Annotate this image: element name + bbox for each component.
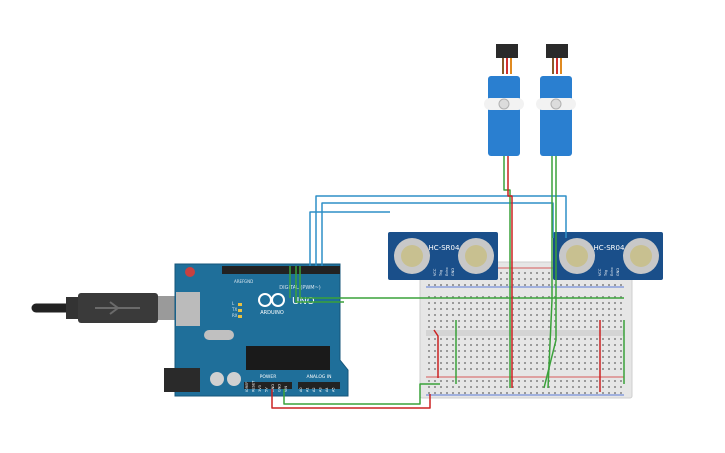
sensor-1-pin-label-0: VCC [433, 268, 437, 276]
analog-header [298, 382, 340, 389]
wires [271, 156, 625, 409]
wire-green-power [283, 383, 440, 405]
atmega-chip [246, 346, 330, 370]
wire-blue-3 [309, 211, 390, 266]
usb-icon [95, 301, 140, 315]
analog-pin-label-2: A2 [312, 387, 316, 392]
sensor-1-pin-label-1: Trig [439, 270, 443, 277]
servo-2-connector [546, 44, 568, 58]
analog-pin-label-4: A4 [325, 387, 329, 392]
power-rail-bottom [426, 378, 624, 394]
breadboard [419, 261, 633, 399]
wire-green-1 [299, 266, 624, 299]
power-pin-label-0: IOREF [245, 382, 249, 392]
gnd-label: GND [244, 279, 253, 284]
wire-green-2 [295, 266, 344, 303]
digital-header [222, 266, 340, 274]
arduino-uno-board: DIGITAL (PWM~) AREF GND UNO ARDUINO L TX… [164, 263, 349, 397]
rx-led-label: RX [232, 313, 238, 318]
sensor-2-label: HC-SR04 [594, 244, 625, 252]
wire-green-servo-2b [543, 156, 557, 389]
wire-red-servo-1 [507, 156, 513, 388]
servo-motor-2 [536, 44, 576, 156]
power-pin-label-2: 3V3 [258, 385, 262, 392]
sensor-1-pin-label-3: GND [451, 268, 455, 276]
board-brand: ARDUINO [260, 310, 284, 316]
analog-pin-label-1: A1 [306, 387, 310, 392]
wire-blue-2 [321, 202, 554, 266]
reset-button [185, 267, 195, 277]
sensor-2-pin-label-1: Trig [604, 270, 608, 277]
aref-label: AREF [234, 279, 245, 284]
wire-green-servo-1 [503, 156, 511, 388]
sensor-1-pin-label-2: Echo [445, 268, 449, 277]
analog-pin-label-3: A3 [319, 387, 323, 392]
power-pin-label-1: RESET [252, 380, 256, 392]
servo-motor-1 [484, 44, 524, 156]
wire-red-power [271, 389, 431, 409]
power-pin-label-5: GND [278, 384, 282, 392]
center-channel [426, 330, 624, 336]
wire-green-servo-2a [547, 156, 553, 389]
power-header [244, 382, 292, 389]
capacitor-2 [227, 372, 241, 386]
servo-1-connector [496, 44, 518, 58]
capacitor-1 [210, 372, 224, 386]
crystal [204, 330, 234, 340]
sensor-2-pin-label-0: VCC [598, 268, 602, 276]
arduino-logo-icon [258, 293, 285, 307]
dc-power-jack [164, 368, 200, 392]
terminal-strip-bottom [426, 338, 624, 374]
usb-port [176, 292, 200, 326]
power-pin-label-4: GND [271, 384, 275, 392]
analog-pin-label-0: A0 [299, 387, 303, 392]
sensor-1-label: HC-SR04 [429, 244, 460, 252]
analog-pin-label-5: A5 [332, 387, 336, 392]
l-led-label: L [232, 301, 235, 306]
sensor-2-pin-label-3: GND [616, 268, 620, 276]
wire-red-left [433, 329, 439, 378]
usb-cable [31, 293, 178, 323]
power-pin-label-3: 5V [265, 387, 269, 392]
power-pin-label-6: VIN [284, 386, 288, 392]
wire-blue-1 [315, 195, 567, 266]
sensor-2-pin-label-2: Echo [610, 268, 614, 277]
tx-led-label: TX [231, 307, 237, 312]
analog-label: ANALOG IN [306, 374, 331, 380]
power-label: POWER [260, 374, 277, 380]
